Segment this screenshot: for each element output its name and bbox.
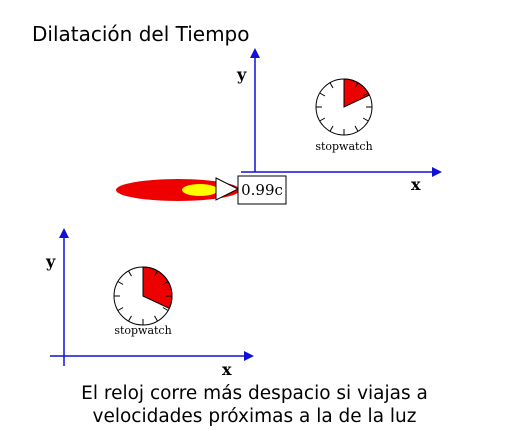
caption-line-1: El reloj corre más despacio si viajas a [81, 383, 428, 404]
moving-frame-y-label: y [236, 65, 247, 84]
stopwatch-moving [315, 78, 373, 136]
stopwatch-moving-label: stopwatch [315, 140, 372, 153]
speed-box [237, 175, 287, 205]
stopwatch-tick [162, 281, 169, 285]
stopwatch-tick [354, 82, 359, 89]
flame-outer [116, 179, 240, 201]
stopwatch-tick [162, 307, 169, 311]
moving-frame: y x 0.99c stopwatch [116, 48, 442, 205]
rocket-flame [116, 177, 240, 201]
stopwatch-rest [113, 266, 173, 326]
stopwatch-tick [154, 270, 158, 277]
stopwatch-rest-label: stopwatch [114, 324, 171, 337]
stopwatch-tick [329, 125, 334, 132]
stopwatch-tick [362, 92, 369, 97]
stopwatch-tick [362, 117, 369, 122]
moving-frame-x-label: x [411, 175, 421, 194]
stopwatch-tick [128, 315, 132, 322]
caption-line-2: velocidades próximas a la de la luz [92, 406, 417, 427]
speed-label: 0.99c [241, 181, 283, 199]
stopwatch-tick [154, 315, 158, 322]
rest-frame: y x stopwatch [45, 228, 254, 379]
rest-frame-y-label: y [45, 252, 56, 271]
stopwatch-tick [354, 125, 359, 132]
stopwatch-elapsed-sector [142, 266, 173, 310]
stopwatch-tick [117, 281, 124, 285]
stopwatch-tick [128, 270, 132, 277]
rest-frame-x-label: x [222, 360, 232, 379]
caption: El reloj corre más despacio si viajas a … [0, 382, 509, 428]
page-title: Dilatación del Tiempo [32, 22, 250, 46]
stopwatch-tick [117, 307, 124, 311]
rocket-nozzle [215, 177, 240, 201]
stopwatch-tick [329, 82, 334, 89]
flame-inner [182, 184, 218, 196]
stopwatch-tick [319, 92, 326, 97]
stopwatch-tick [319, 117, 326, 122]
